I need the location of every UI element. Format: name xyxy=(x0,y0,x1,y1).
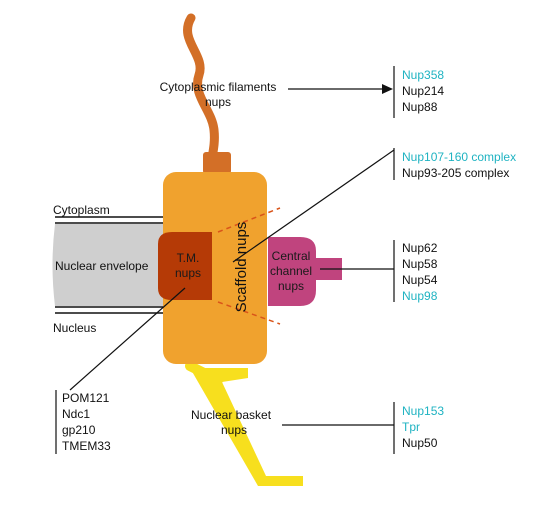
nup-item: gp210 xyxy=(62,423,96,437)
tm-nups-label: T.M. nups xyxy=(166,251,210,281)
nuclear-envelope-membrane xyxy=(52,224,170,306)
cytoplasm-label: Cytoplasm xyxy=(53,203,110,217)
nup-item: Nup58 xyxy=(402,257,438,271)
nup-item: Nup98 xyxy=(402,289,438,303)
nup-item: Tpr xyxy=(402,420,420,434)
central-channel-label-line2: channel xyxy=(269,264,313,278)
nuclear-envelope-label: Nuclear envelope xyxy=(55,259,149,273)
central-channel-label-line3: nups xyxy=(277,279,305,293)
tm-nups-label-line1: T.M. xyxy=(176,251,200,265)
cytoplasmic-filaments-label-line1: Cytoplasmic filaments xyxy=(159,80,277,94)
nup-item: TMEM33 xyxy=(62,439,111,453)
nuclear-basket-label-line1: Nuclear basket xyxy=(191,408,272,422)
line-tm xyxy=(69,287,186,391)
line-scaffold xyxy=(232,149,395,263)
nup-item: Ndc1 xyxy=(62,407,91,421)
scaffold-nups-label: Scaffold nups xyxy=(233,221,250,313)
nup-item: Nup93-205 complex xyxy=(402,166,510,180)
nup-item: Nup214 xyxy=(402,84,445,98)
nup-item: POM121 xyxy=(62,391,110,405)
nup-item: Nup54 xyxy=(402,273,438,287)
central-channel-shape xyxy=(268,237,342,306)
scaffold-body xyxy=(163,172,267,364)
nup-item: Nup153 xyxy=(402,404,445,418)
nup-item: Nup358 xyxy=(402,68,445,82)
central-channel-label: Central channel nups xyxy=(266,249,316,294)
cytoplasmic-filaments-label-line2: nups xyxy=(204,95,232,109)
nup-item: Nup88 xyxy=(402,100,438,114)
tm-nups-label-line2: nups xyxy=(174,266,202,280)
tm-nups-shape xyxy=(158,232,212,300)
nup-item: Nup50 xyxy=(402,436,438,450)
nuclear-basket xyxy=(190,368,303,486)
nuclear-basket-label-line2: nups xyxy=(221,423,248,437)
scaffold-dashed-bottom xyxy=(217,301,281,325)
filament-base xyxy=(203,152,231,174)
nuclear-basket-label: Nuclear basket nups xyxy=(191,408,271,438)
nuclear-basket-strand xyxy=(185,361,223,385)
cytoplasmic-filaments-label: Cytoplasmic filaments nups xyxy=(148,80,288,110)
nup-item: Nup107-160 complex xyxy=(402,150,517,164)
central-channel-label-line1: Central xyxy=(271,249,311,263)
arrow-cytoplasmic-head xyxy=(382,84,393,94)
scaffold-dashed-top xyxy=(217,207,281,233)
nup-item: Nup62 xyxy=(402,241,438,255)
nucleus-label: Nucleus xyxy=(53,321,97,335)
cytoplasmic-filament xyxy=(183,13,219,181)
